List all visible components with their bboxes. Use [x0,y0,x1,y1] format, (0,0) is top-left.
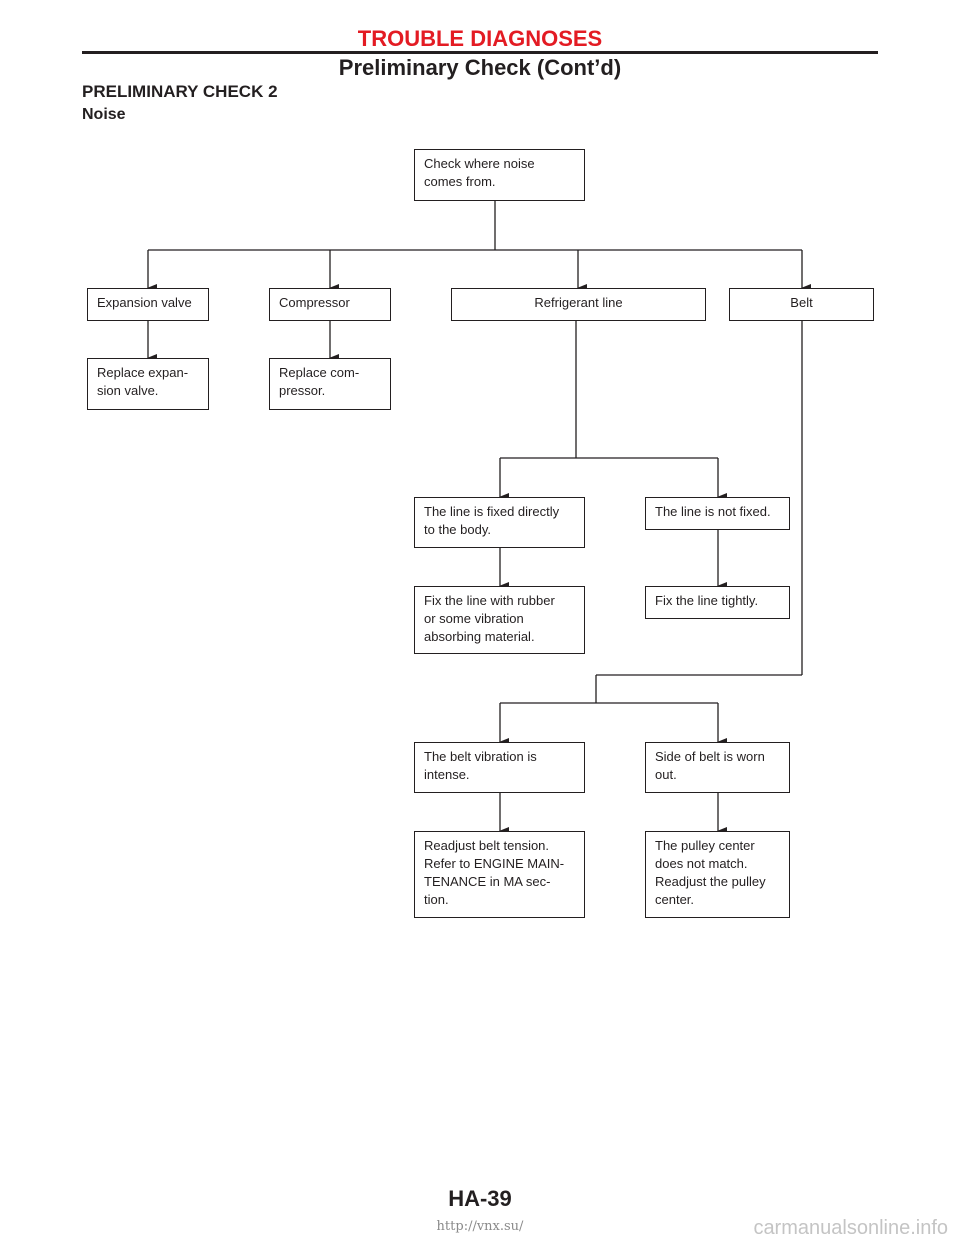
header-rule [82,51,878,54]
flow-box-refrigerant-line-text: Refrigerant line [534,295,623,310]
flow-box-replace-compressor-text: Replace com- pressor. [279,365,360,398]
flow-box-replace-compressor: Replace com- pressor. [269,358,391,410]
flow-box-fix-tightly: Fix the line tightly. [645,586,790,619]
flow-box-readjust-tension-text: Readjust belt tension. Refer to ENGINE M… [424,838,565,907]
flow-box-expansion-valve: Expansion valve [87,288,209,321]
subsection-header: Preliminary Check (Cont’d) [338,55,622,80]
flow-box-expansion-valve-text: Expansion valve [97,295,192,310]
flow-box-fix-rubber-text: Fix the line with rubber or some vibrati… [424,593,555,644]
source-link[interactable]: http://vnx.su/ [436,1219,524,1234]
flow-box-refrigerant-line: Refrigerant line [451,288,706,321]
page-title: PRELIMINARY CHECK 2 [82,82,278,101]
flow-box-readjust-tension: Readjust belt tension. Refer to ENGINE M… [414,831,585,918]
flow-box-belt-vibration: The belt vibration is intense. [414,742,585,793]
flow-box-line-not-fixed: The line is not fixed. [645,497,790,530]
flow-box-replace-expansion-text: Replace expan- sion valve. [97,365,189,398]
flow-box-line-fixed: The line is fixed directly to the body. [414,497,585,548]
flow-box-fix-rubber: Fix the line with rubber or some vibrati… [414,586,585,654]
flow-box-start-text: Check where noise comes from. [424,156,535,189]
flow-box-replace-expansion: Replace expan- sion valve. [87,358,209,410]
flow-box-belt-worn: Side of belt is worn out. [645,742,790,793]
flow-box-belt: Belt [729,288,874,321]
flow-box-line-fixed-text: The line is fixed directly to the body. [424,504,560,537]
page-number: HA-39 [448,1186,512,1211]
flow-box-belt-worn-text: Side of belt is worn out. [655,749,765,782]
flow-box-belt-vibration-text: The belt vibration is intense. [424,749,537,782]
flow-box-compressor-text: Compressor [279,295,350,310]
flow-box-pulley-center-text: The pulley center does not match. Readju… [655,838,766,907]
flow-box-start: Check where noise comes from. [414,149,585,201]
flow-box-belt-text: Belt [790,295,813,310]
flow-box-line-not-fixed-text: The line is not fixed. [655,504,771,519]
section-header: TROUBLE DIAGNOSES [357,26,603,51]
watermark: carmanualsonline.info [753,1217,948,1239]
page-subtitle: Noise [82,106,126,123]
flow-box-fix-tightly-text: Fix the line tightly. [655,593,759,608]
flow-box-compressor: Compressor [269,288,391,321]
flow-box-pulley-center: The pulley center does not match. Readju… [645,831,790,918]
